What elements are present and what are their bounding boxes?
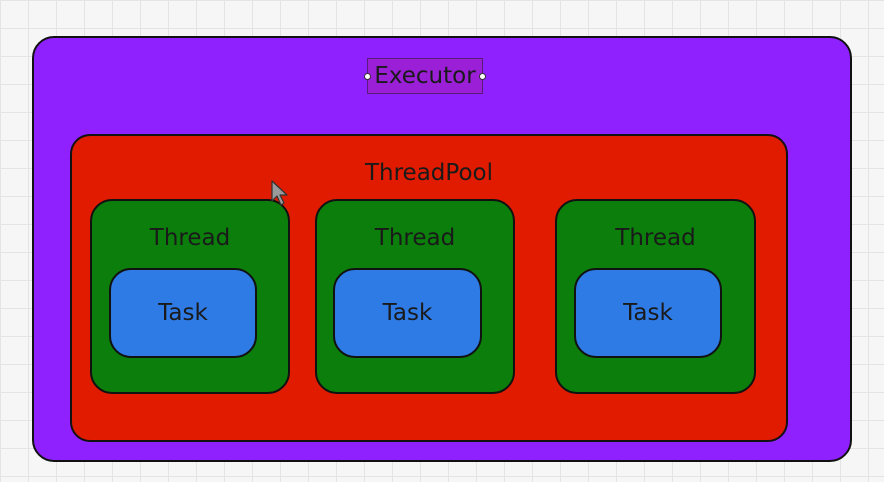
threadpool-box[interactable]: ThreadPool Thread Task Thread Task Threa… (70, 134, 788, 442)
task-box[interactable]: Task (109, 268, 257, 358)
thread-label: Thread (374, 225, 456, 251)
resize-handle-right[interactable] (479, 73, 486, 80)
thread-box[interactable]: Thread Task (315, 199, 515, 394)
thread-box[interactable]: Thread Task (90, 199, 290, 394)
task-label: Task (623, 300, 673, 326)
executor-label[interactable]: Executor (367, 58, 483, 94)
task-label: Task (158, 300, 208, 326)
task-box[interactable]: Task (333, 268, 482, 358)
task-box[interactable]: Task (574, 268, 722, 358)
threadpool-label: ThreadPool (364, 160, 493, 186)
mouse-cursor-icon (271, 180, 288, 206)
thread-box[interactable]: Thread Task (555, 199, 756, 394)
task-label: Task (382, 300, 433, 326)
thread-label: Thread (615, 225, 696, 251)
thread-label: Thread (149, 225, 231, 251)
resize-handle-left[interactable] (364, 73, 371, 80)
